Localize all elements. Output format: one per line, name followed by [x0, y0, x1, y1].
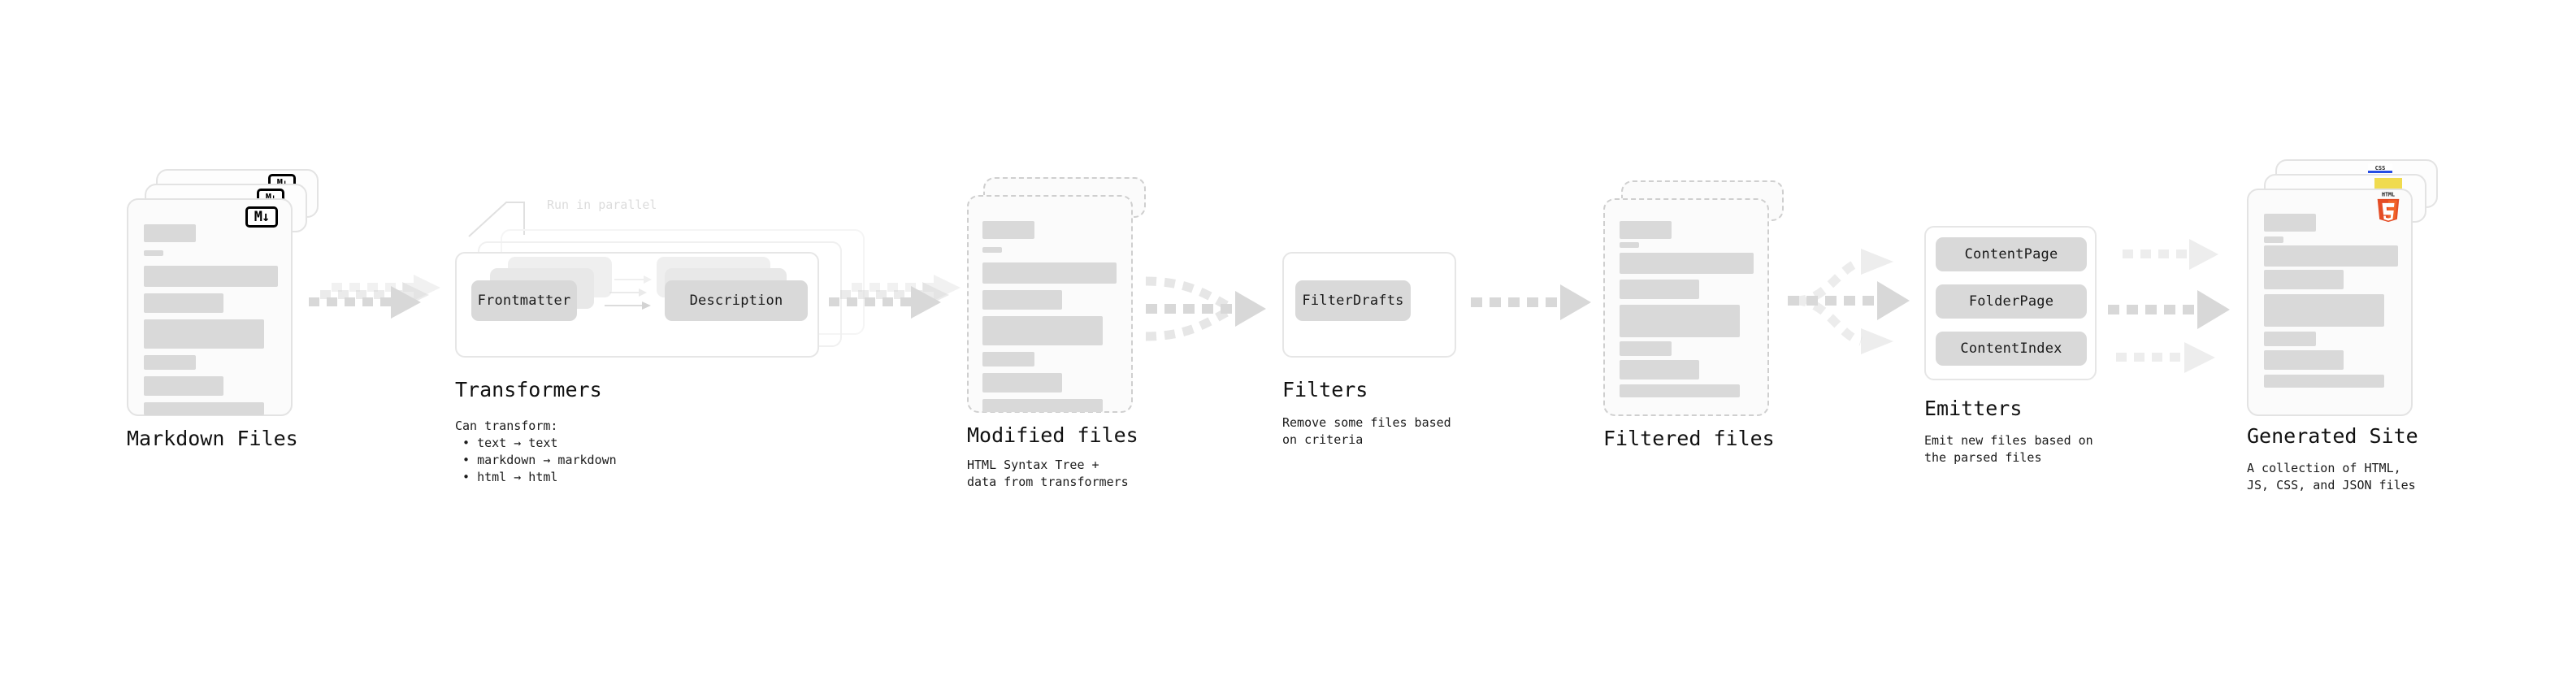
card-bar	[1620, 360, 1699, 380]
card-bar	[982, 373, 1062, 393]
transformers-subtitle: Can transform:	[455, 419, 558, 433]
stage-title-markdown-files: Markdown Files	[127, 427, 298, 450]
card-bar	[1620, 384, 1740, 397]
arrow-transformers-to-modified	[829, 275, 961, 319]
html5-logo-icon: HTML	[2377, 192, 2400, 223]
card-bar	[2264, 332, 2316, 346]
card-bar	[982, 247, 1002, 253]
transformers-bullet-1: • markdown → markdown	[455, 453, 617, 467]
card-bar	[982, 352, 1034, 367]
transformers-description: Can transform: • text → text • markdown …	[455, 418, 617, 486]
card-bar	[982, 262, 1117, 284]
card-bar	[2264, 270, 2344, 289]
card-bar	[2264, 375, 2384, 388]
card-bar	[144, 250, 163, 256]
card-bar	[144, 355, 196, 370]
card-bar	[144, 224, 196, 242]
card-bar	[982, 316, 1103, 345]
stage-title-filtered-files: Filtered files	[1603, 427, 1775, 450]
run-in-parallel-leader	[468, 202, 525, 237]
transformer-chip-label: Description	[689, 293, 783, 309]
generated-site-description: A collection of HTML, JS, CSS, and JSON …	[2247, 461, 2416, 492]
card-bar	[1620, 242, 1639, 248]
card-bar	[982, 399, 1103, 412]
card-bar	[144, 402, 264, 415]
filters-description: Remove some files based on criteria	[1282, 415, 1451, 447]
card-bar	[1620, 253, 1754, 274]
emitter-chip-label: FolderPage	[1968, 293, 2054, 310]
emitter-chip-label: ContentIndex	[1960, 340, 2062, 357]
card-bar	[2264, 294, 2384, 327]
run-in-parallel-label: Run in parallel	[547, 197, 657, 212]
filter-chip-label: FilterDrafts	[1302, 293, 1404, 309]
arrow-filtered-to-emitters	[1788, 249, 1910, 354]
card-bar	[2264, 245, 2398, 267]
transformers-bullet-2: • html → html	[455, 470, 558, 484]
stage-title-generated-site: Generated Site	[2247, 424, 2418, 448]
emitter-chip-contentpage[interactable]: ContentPage	[1936, 237, 2087, 271]
emitters-description: Emit new files based on the parsed files	[1924, 433, 2093, 465]
transformer-chip-label: Frontmatter	[477, 293, 571, 309]
card-bar	[982, 221, 1034, 239]
card-bar	[144, 266, 278, 287]
arrow-filters-to-filtered	[1471, 284, 1591, 320]
card-bar	[982, 290, 1062, 310]
filter-chip-filterdrafts[interactable]: FilterDrafts	[1295, 280, 1411, 321]
emitter-chip-folderpage[interactable]: FolderPage	[1936, 284, 2087, 319]
modified-files-description: HTML Syntax Tree + data from transformer…	[967, 458, 1129, 489]
css-logo-icon: CSS	[2368, 163, 2392, 173]
transformers-bullet-0: • text → text	[455, 436, 558, 450]
transformer-chip-frontmatter[interactable]: Frontmatter	[471, 280, 577, 321]
card-bar	[144, 319, 264, 349]
card-bar	[1620, 280, 1699, 299]
emitter-chip-label: ContentPage	[1964, 246, 2058, 262]
stage-title-transformers: Transformers	[455, 378, 602, 401]
card-bar	[1620, 305, 1740, 337]
card-bar	[144, 376, 223, 396]
stage-title-filters: Filters	[1282, 378, 1368, 401]
card-bar	[144, 293, 223, 313]
arrow-markdown-to-transformers	[309, 275, 440, 319]
card-bar	[1620, 341, 1672, 356]
svg-text:HTML: HTML	[2382, 192, 2395, 198]
arrow-emitters-to-site	[2108, 239, 2230, 373]
markdown-logo-icon: M↓	[245, 206, 278, 228]
stage-title-emitters: Emitters	[1924, 397, 2023, 420]
transformer-chip-description[interactable]: Description	[665, 280, 808, 321]
card-bar	[2264, 214, 2316, 232]
stage-title-modified-files: Modified files	[967, 423, 1138, 447]
transformer-inner-arrows	[605, 275, 652, 310]
emitter-chip-contentindex[interactable]: ContentIndex	[1936, 332, 2087, 366]
card-bar	[2264, 350, 2344, 370]
card-bar	[2264, 236, 2283, 243]
card-bar	[1620, 221, 1672, 239]
arrow-modified-to-filters	[1145, 276, 1266, 341]
